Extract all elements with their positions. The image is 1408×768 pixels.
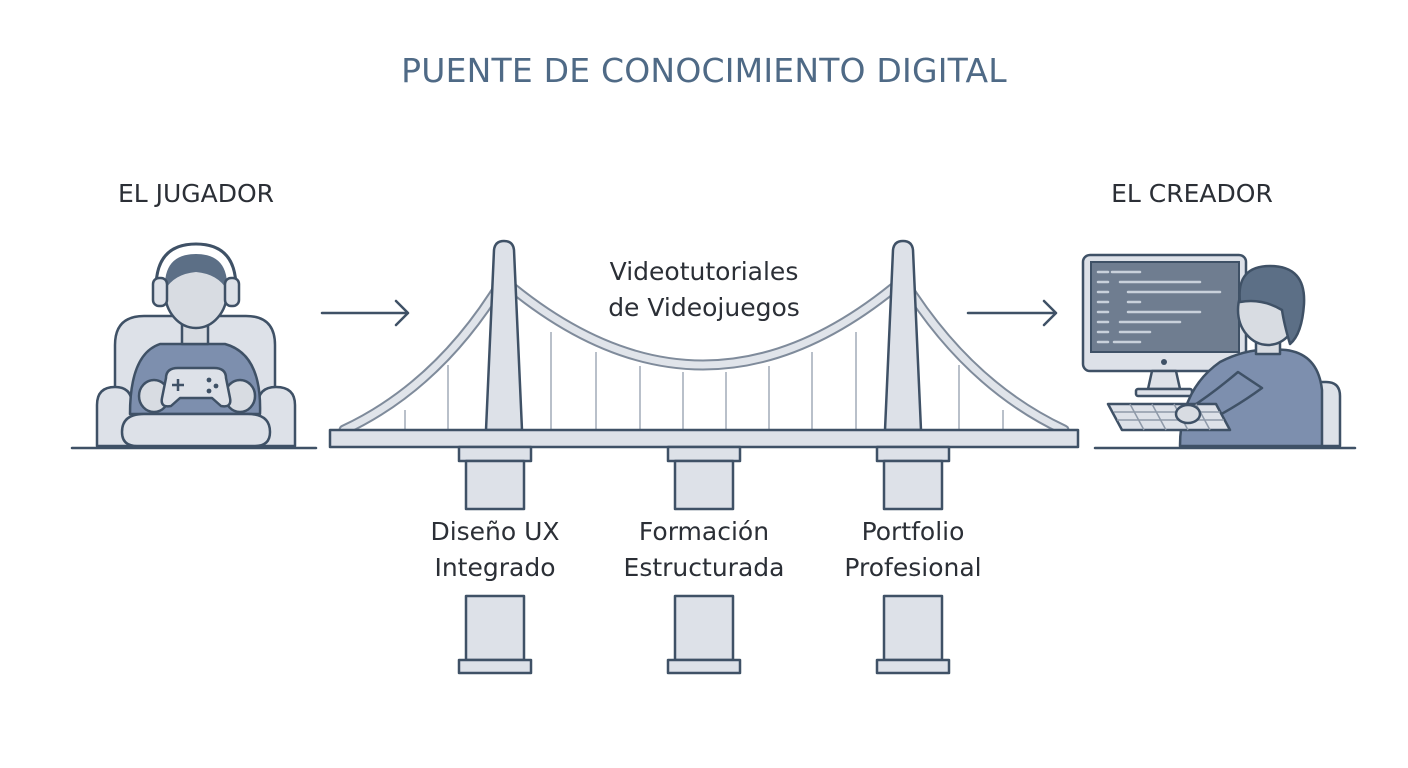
arrow-right-icon xyxy=(320,299,410,327)
pillar-label-line2: Integrado xyxy=(434,553,556,583)
developer-at-computer-icon xyxy=(1081,253,1357,450)
pillar-label-line2: Profesional xyxy=(844,553,982,583)
bridge-label-line2: de Videojuegos xyxy=(608,293,800,323)
suspension-bridge-icon xyxy=(328,239,1080,449)
pillar-label-line1: Diseño UX xyxy=(430,517,560,546)
arrow-right-icon xyxy=(966,299,1058,327)
pillar-ux-icon xyxy=(457,445,533,675)
pillar-label-portfolio: Portfolio Profesional xyxy=(793,514,1033,587)
pillar-label-training: Formación Estructurada xyxy=(584,514,824,587)
pillar-label-ux: Diseño UX Integrado xyxy=(375,514,615,587)
creator-label: EL CREADOR xyxy=(1111,179,1273,208)
gamer-with-controller-icon xyxy=(70,242,318,450)
pillar-label-line1: Portfolio xyxy=(861,517,965,546)
bridge-label: Videotutoriales de Videojuegos xyxy=(554,254,854,327)
player-label: EL JUGADOR xyxy=(117,179,275,208)
pillar-training-icon xyxy=(666,445,742,675)
page-title: PUENTE DE CONOCIMIENTO DIGITAL xyxy=(401,51,1007,90)
pillar-portfolio-icon xyxy=(875,445,951,675)
pillar-label-line2: Estructurada xyxy=(623,553,785,583)
pillar-label-line1: Formación xyxy=(638,517,770,546)
bridge-label-line1: Videotutoriales xyxy=(609,257,799,286)
